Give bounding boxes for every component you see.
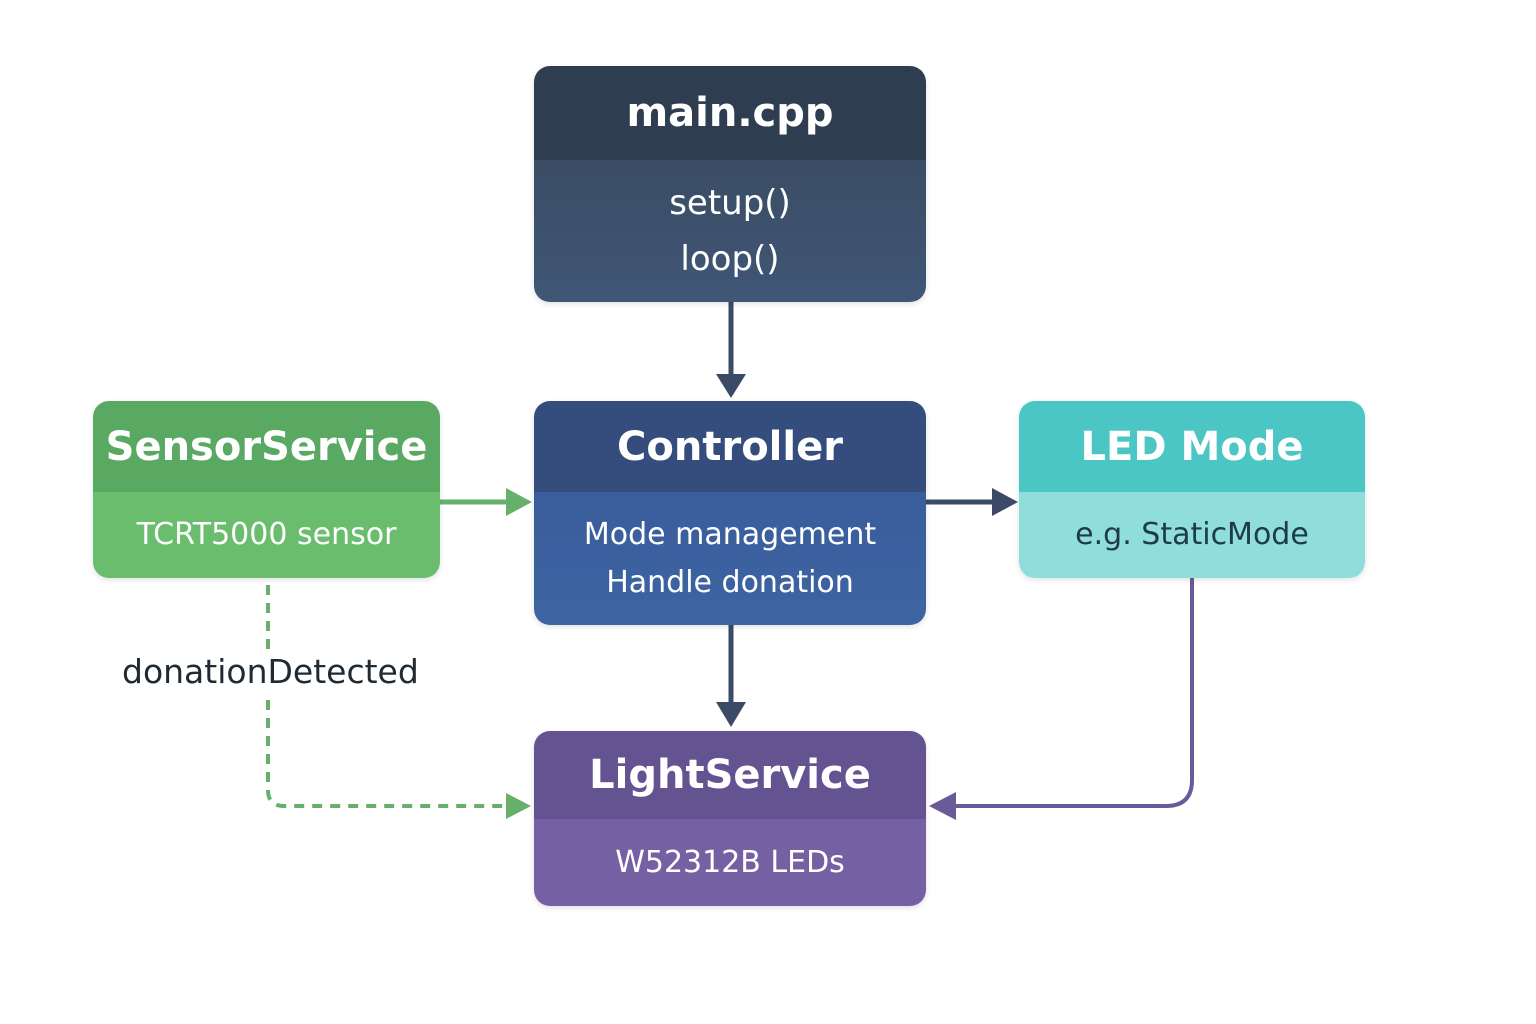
node-main-cpp: main.cpp setup() loop() [534, 66, 926, 302]
node-controller-line-donation: Handle donation [606, 564, 854, 600]
arrow-sensor-to-light-dashed [266, 585, 531, 819]
arrow-controller-to-led-mode [926, 488, 1018, 516]
node-main-cpp-line-setup: setup() [669, 183, 791, 223]
node-sensor-service-line: TCRT5000 sensor [136, 517, 397, 553]
node-light-service-title: LightService [534, 731, 926, 819]
node-controller-title: Controller [534, 401, 926, 492]
node-led-mode-title: LED Mode [1019, 401, 1365, 492]
node-light-service: LightService W52312B LEDs [534, 731, 926, 906]
node-led-mode-body: e.g. StaticMode [1019, 492, 1365, 578]
node-main-cpp-body: setup() loop() [534, 160, 926, 302]
node-led-mode-line: e.g. StaticMode [1075, 517, 1309, 553]
node-sensor-service-body: TCRT5000 sensor [93, 492, 440, 578]
node-led-mode: LED Mode e.g. StaticMode [1019, 401, 1365, 578]
node-sensor-service-title: SensorService [93, 401, 440, 492]
arrow-led-mode-to-light [929, 578, 1194, 820]
node-controller: Controller Mode management Handle donati… [534, 401, 926, 625]
node-controller-body: Mode management Handle donation [534, 492, 926, 625]
node-main-cpp-line-loop: loop() [680, 239, 780, 279]
node-light-service-line: W52312B LEDs [615, 844, 845, 880]
node-controller-line-mode: Mode management [583, 516, 877, 552]
edge-label-donation-detected: donationDetected [122, 652, 419, 691]
node-sensor-service: SensorService TCRT5000 sensor [93, 401, 440, 578]
node-main-cpp-title: main.cpp [534, 66, 926, 160]
arrow-controller-to-light [716, 625, 746, 727]
arrow-main-to-controller [716, 302, 746, 398]
arrow-sensor-to-controller [440, 488, 532, 516]
node-light-service-body: W52312B LEDs [534, 819, 926, 906]
